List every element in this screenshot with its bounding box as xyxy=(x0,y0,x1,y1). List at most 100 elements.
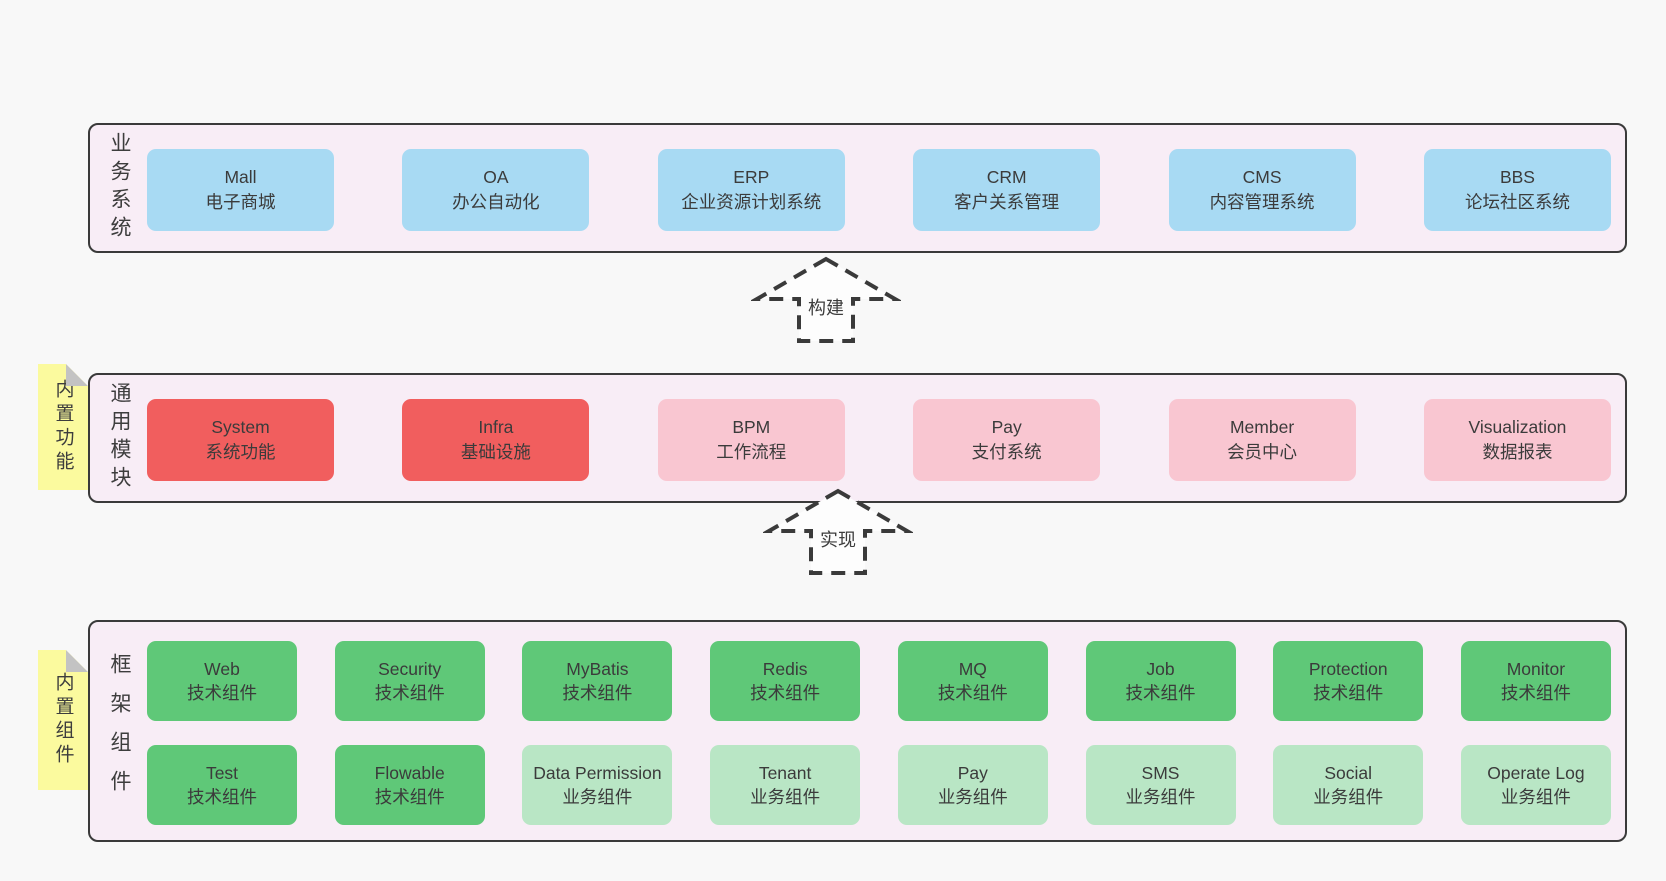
box-title: BBS xyxy=(1499,167,1535,187)
box-member: Member 会员中心 xyxy=(1168,399,1356,481)
implement-arrow-label: 实现 xyxy=(817,526,859,552)
box-subtitle: 业务组件 xyxy=(750,787,821,807)
box-subtitle: 技术组件 xyxy=(937,683,1008,703)
box-cms: CMS 内容管理系统 xyxy=(1168,149,1356,231)
box-subtitle: 技术组件 xyxy=(187,787,257,807)
box-title: Web xyxy=(204,659,240,679)
box-subtitle: 内容管理系统 xyxy=(1209,192,1315,212)
box-title: Infra xyxy=(478,417,514,437)
box-subtitle: 业务组件 xyxy=(1125,787,1196,807)
business-systems-label: 业务系统 xyxy=(108,132,131,244)
box-subtitle: 工作流程 xyxy=(716,442,787,462)
box-title: CMS xyxy=(1242,167,1282,187)
box-subtitle: 支付系统 xyxy=(971,442,1042,462)
note-fold-corner-icon xyxy=(66,364,88,386)
note-text: 内置组件 xyxy=(52,672,74,768)
box-bbs: BBS 论坛社区系统 xyxy=(1423,149,1611,231)
box-title: Redis xyxy=(762,659,808,679)
box-title: CRM xyxy=(986,167,1027,187)
box-title: Member xyxy=(1229,417,1295,437)
box-title: Social xyxy=(1324,763,1373,783)
box-title: Job xyxy=(1146,659,1175,679)
box-data-permission: Data Permission 业务组件 xyxy=(522,745,673,825)
business-systems-row: Mall 电子商城 OA 办公自动化 ERP 企业资源计划系统 CRM 客户关系… xyxy=(147,149,1611,231)
box-sms: SMS 业务组件 xyxy=(1085,745,1236,825)
box-title: MyBatis xyxy=(566,659,629,679)
box-subtitle: 业务组件 xyxy=(1313,787,1384,807)
box-crm: CRM 客户关系管理 xyxy=(913,149,1101,231)
box-title: BPM xyxy=(732,417,771,437)
box-flowable: Flowable 技术组件 xyxy=(334,745,485,825)
box-subtitle: 技术组件 xyxy=(562,683,633,703)
box-subtitle: 办公自动化 xyxy=(452,192,540,212)
box-tenant: Tenant 业务组件 xyxy=(710,745,861,825)
box-title: OA xyxy=(483,167,509,187)
box-subtitle: 技术组件 xyxy=(750,683,821,703)
box-test: Test 技术组件 xyxy=(147,745,297,825)
build-arrow-label: 构建 xyxy=(805,294,847,320)
box-subtitle: 电子商城 xyxy=(205,192,276,212)
box-title: SMS xyxy=(1141,763,1180,783)
box-subtitle: 业务组件 xyxy=(562,787,633,807)
box-visualization: Visualization 数据报表 xyxy=(1423,399,1611,481)
box-subtitle: 基础设施 xyxy=(460,442,531,462)
box-subtitle: 业务组件 xyxy=(937,787,1008,807)
box-title: Test xyxy=(205,763,239,783)
box-operate-log: Operate Log 业务组件 xyxy=(1460,745,1611,825)
build-arrow: 构建 xyxy=(751,256,901,344)
box-title: ERP xyxy=(733,167,770,187)
box-monitor: Monitor 技术组件 xyxy=(1460,641,1611,721)
box-title: Tenant xyxy=(758,763,812,783)
box-erp: ERP 企业资源计划系统 xyxy=(657,149,845,231)
box-system: System 系统功能 xyxy=(147,399,334,481)
framework-components-row-2: Test 技术组件 Flowable 技术组件 Data Permission … xyxy=(147,745,1611,825)
box-infra: Infra 基础设施 xyxy=(402,399,590,481)
built-in-components-note: 内置组件 xyxy=(38,650,88,790)
box-pay-component: Pay 业务组件 xyxy=(897,745,1048,825)
box-subtitle: 技术组件 xyxy=(1125,683,1196,703)
box-title: Monitor xyxy=(1506,659,1566,679)
box-subtitle: 技术组件 xyxy=(1500,683,1571,703)
box-title: MQ xyxy=(958,659,987,679)
box-mybatis: MyBatis 技术组件 xyxy=(522,641,673,721)
note-text: 内置功能 xyxy=(52,379,74,475)
box-subtitle: 技术组件 xyxy=(374,683,445,703)
box-title: Visualization xyxy=(1468,417,1567,437)
common-modules-label: 通用模块 xyxy=(108,382,131,494)
box-subtitle: 论坛社区系统 xyxy=(1464,192,1570,212)
box-mq: MQ 技术组件 xyxy=(897,641,1048,721)
box-social: Social 业务组件 xyxy=(1273,745,1424,825)
framework-components-row-1: Web 技术组件 Security 技术组件 MyBatis 技术组件 Redi… xyxy=(147,641,1611,721)
framework-components-label: 框架组件 xyxy=(108,653,131,809)
box-subtitle: 技术组件 xyxy=(1313,683,1384,703)
box-job: Job 技术组件 xyxy=(1085,641,1236,721)
box-bpm: BPM 工作流程 xyxy=(657,399,845,481)
box-subtitle: 企业资源计划系统 xyxy=(681,192,822,212)
box-subtitle: 会员中心 xyxy=(1227,442,1298,462)
box-protection: Protection 技术组件 xyxy=(1273,641,1424,721)
box-title: Pay xyxy=(957,763,988,783)
box-mall: Mall 电子商城 xyxy=(147,149,334,231)
box-subtitle: 系统功能 xyxy=(205,442,276,462)
implement-arrow: 实现 xyxy=(763,488,913,576)
box-subtitle: 数据报表 xyxy=(1482,442,1553,462)
box-title: System xyxy=(211,417,270,437)
box-title: Flowable xyxy=(374,763,445,783)
box-subtitle: 技术组件 xyxy=(374,787,445,807)
box-redis: Redis 技术组件 xyxy=(710,641,861,721)
box-title: Mall xyxy=(224,167,257,187)
box-oa: OA 办公自动化 xyxy=(402,149,590,231)
framework-components-container: 框架组件 Web 技术组件 Security 技术组件 MyBatis 技术组件… xyxy=(88,620,1627,842)
note-fold-corner-icon xyxy=(66,650,88,672)
box-title: Security xyxy=(378,659,442,679)
box-subtitle: 技术组件 xyxy=(187,683,257,703)
box-title: Data Permission xyxy=(533,763,662,783)
box-subtitle: 客户关系管理 xyxy=(954,192,1060,212)
box-title: Protection xyxy=(1308,659,1388,679)
box-title: Pay xyxy=(991,417,1022,437)
box-title: Operate Log xyxy=(1487,763,1585,783)
business-systems-container: 业务系统 Mall 电子商城 OA 办公自动化 ERP 企业资源计划系统 CRM… xyxy=(88,123,1627,253)
box-security: Security 技术组件 xyxy=(334,641,485,721)
box-web: Web 技术组件 xyxy=(147,641,297,721)
common-modules-row: System 系统功能 Infra 基础设施 BPM 工作流程 Pay 支付系统… xyxy=(147,399,1611,481)
